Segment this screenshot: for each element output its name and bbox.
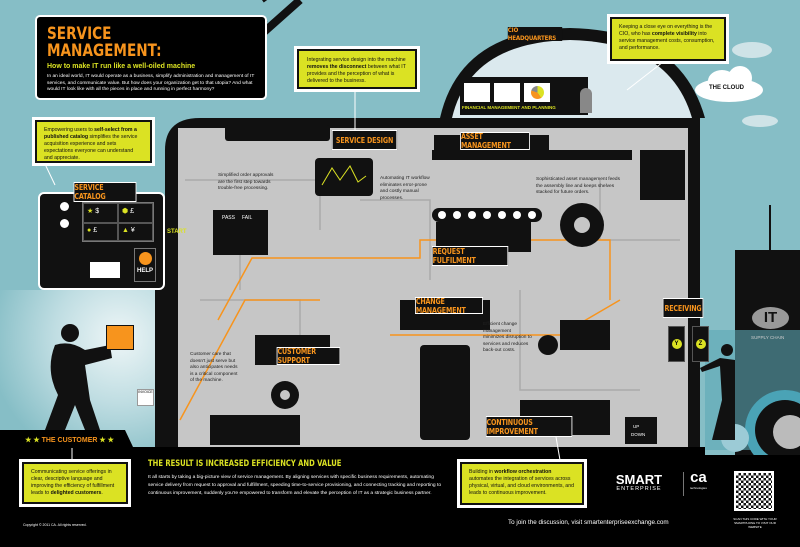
callout-service-catalog: Empowering users to self-select from a p…: [32, 117, 155, 166]
page-title: SERVICE MANAGEMENT:: [47, 24, 162, 61]
receiving-bin-z: Z: [692, 326, 709, 362]
dial-icon: [60, 202, 69, 211]
line-chart-screen: [464, 83, 490, 102]
callout-text: simplifies the service acquisition exper…: [44, 134, 138, 161]
down-button[interactable]: DOWN: [631, 432, 646, 437]
label-request-fulfilment: REQUEST FULFILMENT: [431, 246, 509, 266]
label-text: THE CUSTOMER: [41, 437, 98, 444]
label-pass: PASS: [222, 215, 235, 221]
label-the-customer: ★ ★ THE CUSTOMER ★ ★: [25, 437, 114, 444]
invoice: INVOICE: [137, 389, 154, 406]
qr-caption: SCAN THIS CODE WITH YOUR SMARTPHONE TO V…: [733, 517, 777, 529]
callout-text: Keeping a close eye on everything is the…: [619, 24, 713, 37]
callout-bold: complete visibility: [651, 31, 697, 37]
cio-figure: [580, 88, 592, 113]
label-fail: FAIL: [242, 215, 253, 221]
catalog-item-star[interactable]: ★ $: [83, 203, 118, 223]
label-z: Z: [695, 339, 706, 349]
brand-ca: ca: [690, 469, 707, 486]
note-approvals: Simplified order approvals are the first…: [218, 173, 274, 191]
label-cloud: THE CLOUD: [709, 85, 744, 91]
service-catalog-panel: ★ $ ⬢ £ ● £ ▲ ¥ HELP: [38, 192, 165, 290]
receiving-bin-y: Y: [668, 326, 685, 362]
page-subtitle: How to make IT run like a well-oiled mac…: [47, 63, 196, 70]
label-service-design: SERVICE DESIGN: [331, 130, 398, 150]
help-label: HELP: [136, 268, 153, 274]
brand-ca-sub: technologies: [690, 486, 707, 490]
meter-icon: [90, 262, 120, 278]
callout-customer: Communicating service offerings in clear…: [19, 459, 131, 507]
catalog-item-circle[interactable]: ● £: [83, 222, 118, 241]
callout-service-design: Integrating service design into the mach…: [294, 46, 420, 92]
callout-text: between what IT provides and the percept…: [307, 64, 406, 84]
callout-bold: self-select from a published catalog: [44, 127, 137, 140]
logo-divider: [683, 472, 684, 496]
pie-chart-screen: [524, 83, 550, 102]
help-light-icon: [138, 252, 152, 265]
callout-text: Building in: [469, 469, 495, 475]
label-y: Y: [671, 339, 682, 349]
currency: ¥: [130, 226, 135, 234]
intro-text: In an ideal world, IT would operate as a…: [47, 74, 255, 93]
label-supply-chain: SUPPLY CHAIN: [751, 335, 785, 340]
note-support: Customer care that doesn't just serve bu…: [190, 352, 238, 383]
callout-text: Empowering users to: [44, 127, 95, 133]
service-package: [106, 325, 134, 350]
catalog-grid: ★ $ ⬢ £ ● £ ▲ ¥: [82, 202, 154, 242]
qr-code[interactable]: [734, 471, 774, 511]
callout-continuous-improvement: Building in workflow orchestration autom…: [457, 459, 587, 508]
callout-bold: removes the disconnect: [307, 64, 367, 70]
label-financial: FINANCIAL MANAGEMENT AND PLANNING: [462, 105, 556, 110]
note-automating: Automating IT workflow eliminates error-…: [380, 176, 430, 201]
copyright: Copyright © 2011 CA. All rights reserved…: [23, 523, 87, 527]
callout-cio: Keeping a close eye on everything is the…: [607, 14, 729, 64]
up-down-panel: UP DOWN: [625, 417, 657, 444]
financial-console: FINANCIAL MANAGEMENT AND PLANNING: [460, 77, 588, 115]
callout-text: Communicating service offerings in clear…: [31, 469, 115, 496]
it-logo: IT: [752, 307, 789, 329]
catalog-item-hexagon[interactable]: ⬢ £: [118, 203, 153, 223]
callout-text: Integrating service design into the mach…: [307, 57, 406, 63]
brand-smart: SMART: [615, 472, 663, 487]
label-continuous-improvement: CONTINUOUS IMPROVEMENT: [485, 416, 573, 437]
callout-bold: workflow orchestration: [494, 469, 552, 475]
smart-enterprise-logo: SMART ENTERPRISE: [603, 472, 675, 492]
currency: $: [95, 208, 100, 215]
label-receiving: RECEIVING: [662, 298, 704, 318]
currency: £: [93, 226, 98, 234]
label-change-management: CHANGE MANAGEMENT: [415, 297, 483, 315]
title-box: SERVICE MANAGEMENT: How to make IT run l…: [35, 15, 267, 100]
catalog-item-triangle[interactable]: ▲ ¥: [118, 222, 153, 241]
label-customer-support: CUSTOMER SUPPORT: [276, 347, 341, 365]
callout-text: .: [101, 490, 103, 496]
up-button[interactable]: UP: [633, 424, 640, 429]
label-service-catalog: SERVICE CATALOG: [73, 182, 137, 202]
dial-icon: [60, 219, 69, 228]
bar-chart-screen: [494, 83, 520, 102]
note-asset: Sophisticated asset management feeds the…: [536, 177, 620, 195]
label-asset-management: ASSET MANAGEMENT: [460, 132, 530, 150]
label-cio-headquarters: CIO HEADQUARTERS: [507, 26, 563, 42]
brand-enterprise: ENTERPRISE: [616, 486, 662, 492]
result-title: THE RESULT IS INCREASED EFFICIENCY AND V…: [148, 459, 342, 469]
result-body: It all starts by taking a big-picture vi…: [148, 475, 442, 496]
help-button[interactable]: HELP: [134, 248, 156, 282]
label-invoice: INVOICE: [138, 390, 153, 394]
currency: £: [130, 208, 134, 215]
callout-bold: delighted customers: [50, 490, 102, 496]
pass-fail-panel: PASS FAIL: [212, 210, 264, 230]
join-link[interactable]: To join the discussion, visit smartenter…: [508, 519, 669, 526]
ca-logo: ca technologies: [690, 469, 707, 491]
callout-text: into service management costs, consumpti…: [619, 31, 715, 51]
label-start: START: [167, 229, 187, 235]
note-change: Efficient change management minimizes di…: [483, 322, 532, 353]
callout-text: automates the integration of services ac…: [469, 476, 574, 496]
